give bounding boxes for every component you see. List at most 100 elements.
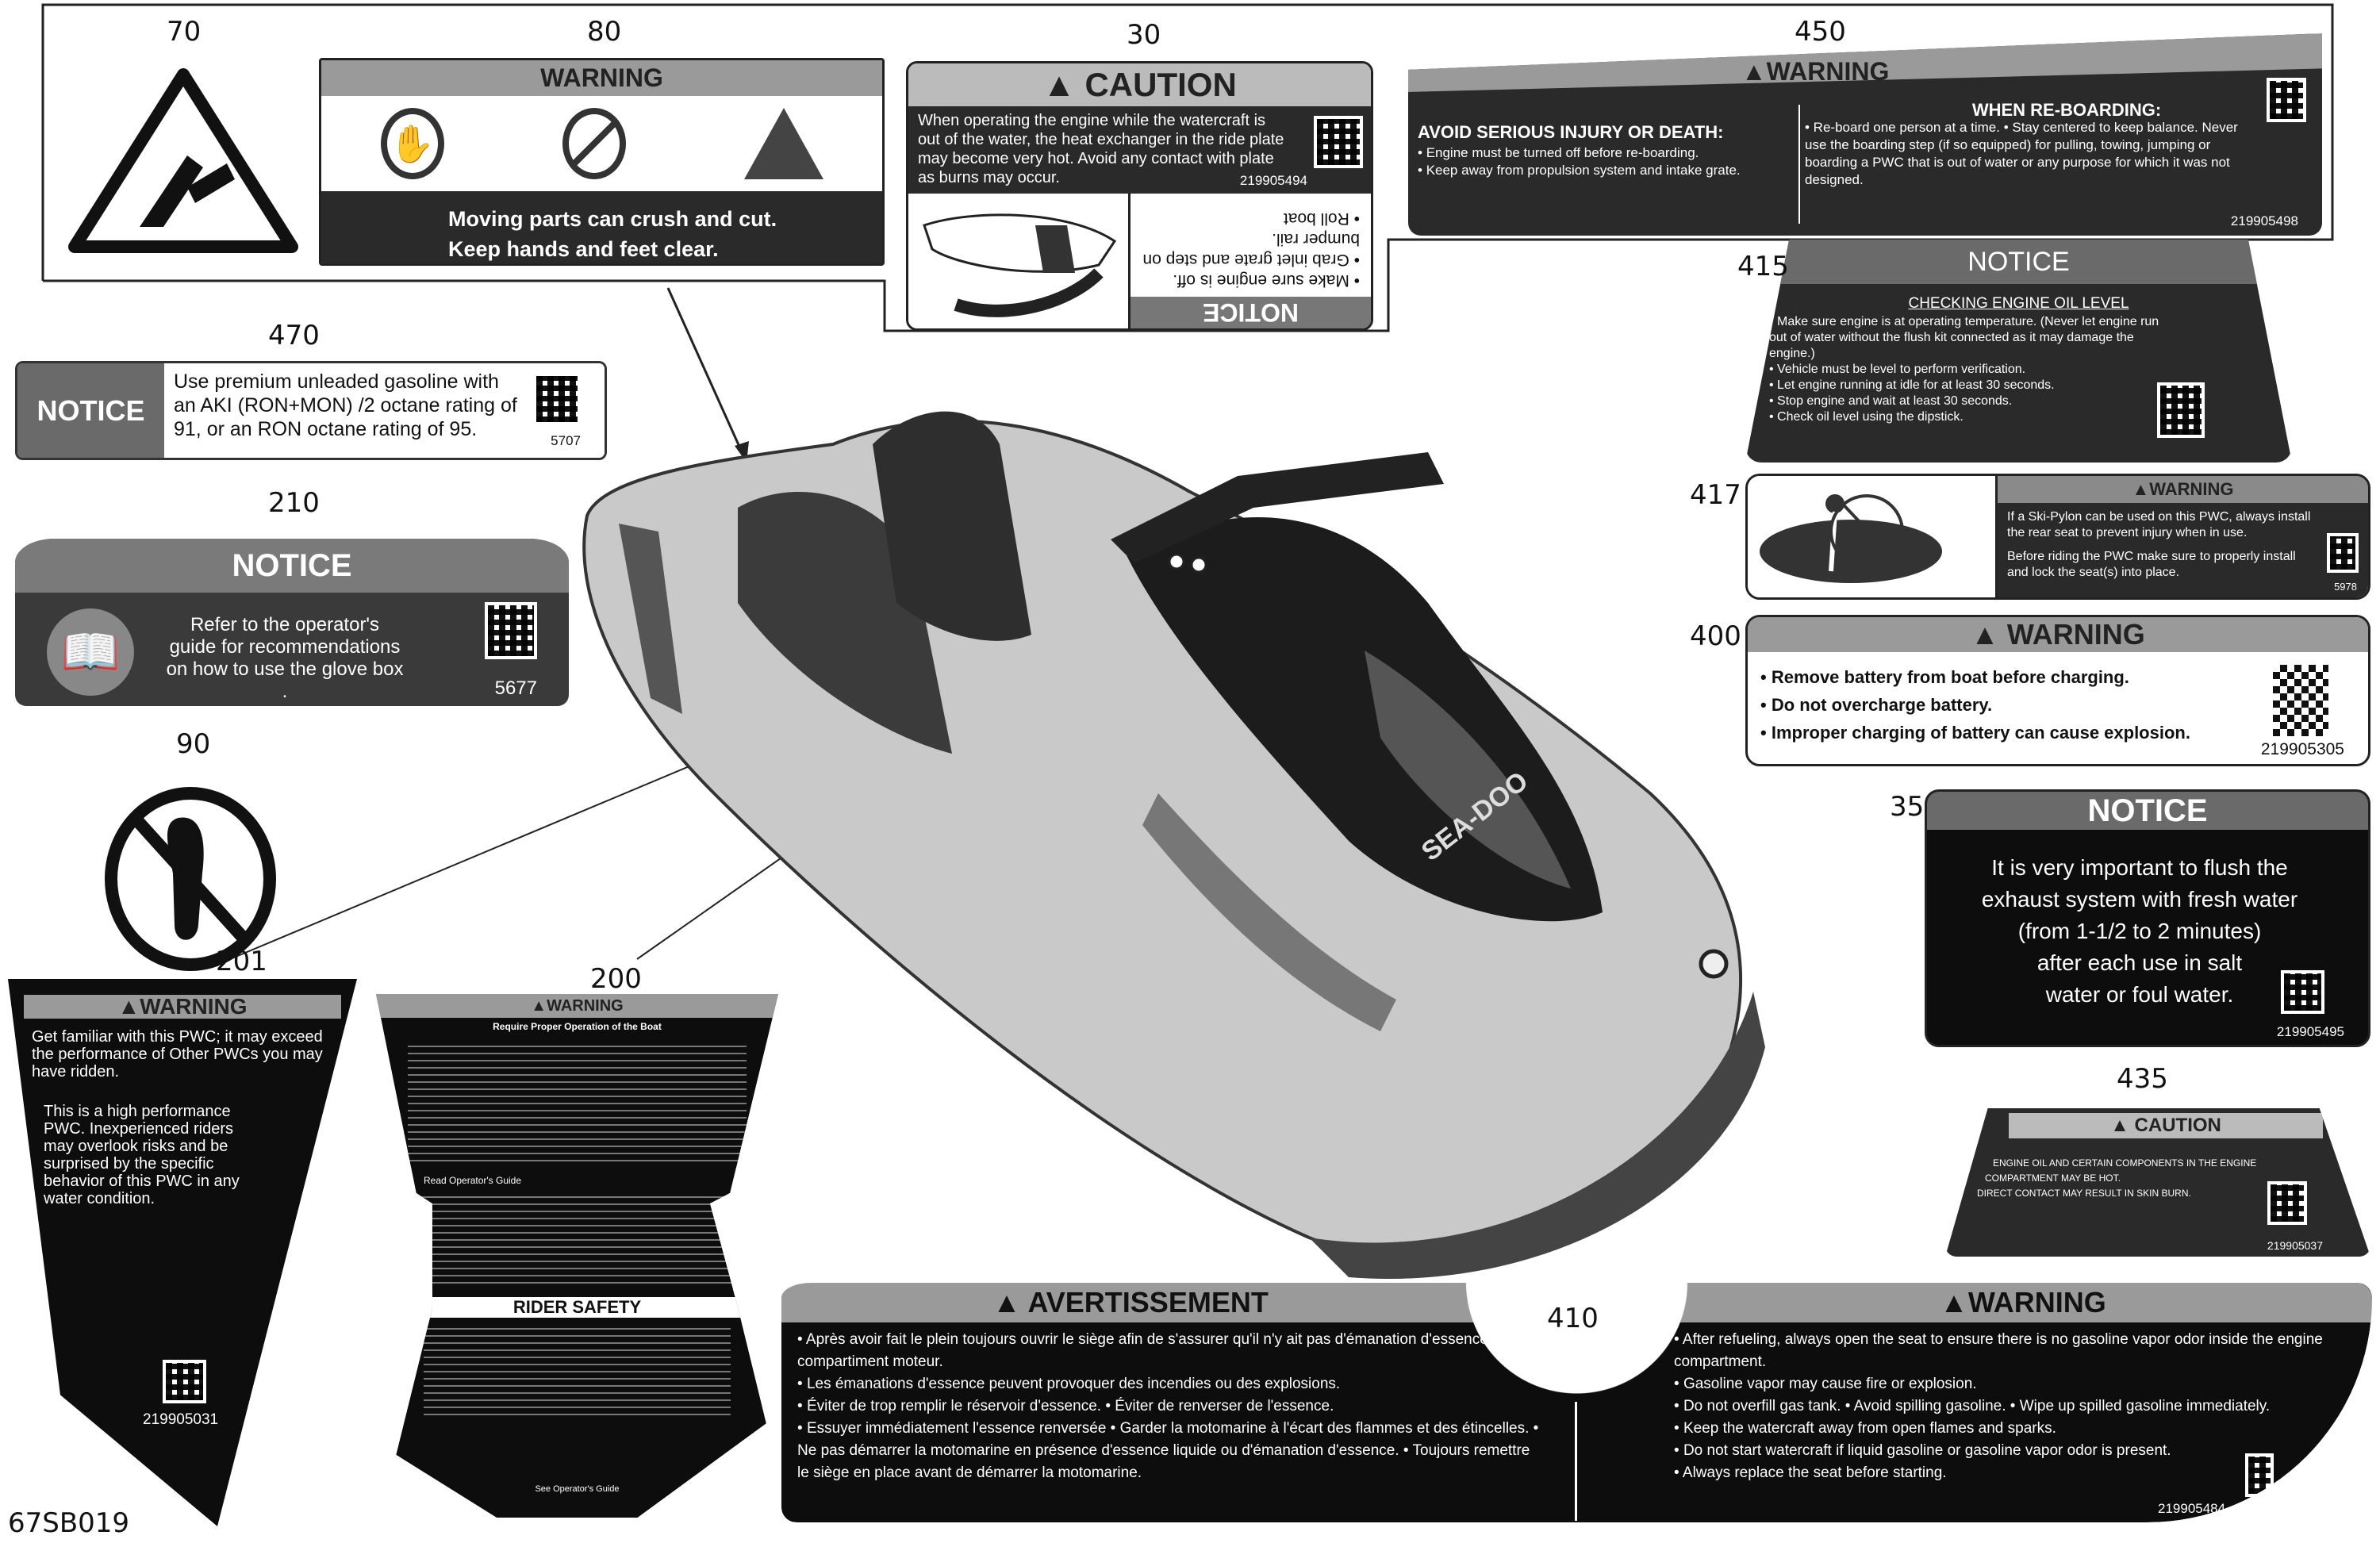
figure-id: 67SB019 [8, 1507, 130, 1539]
label-470-header: NOTICE [17, 363, 164, 458]
label-200-warning: ▲WARNING Require Proper Operation of the… [376, 994, 778, 1518]
label-80-line-2: Keep hands and feet clear. [448, 237, 719, 261]
list-item: Vehicle must be level to perform verific… [1769, 362, 2173, 378]
label-400-header-text: WARNING [2006, 618, 2145, 651]
label-415-notice: NOTICE CHECKING ENGINE OIL LEVEL Make su… [1745, 240, 2292, 463]
label-30-caution: ▲ CAUTION When operating the engine whil… [906, 61, 1373, 331]
callout-200: 200 [590, 963, 642, 995]
label-435-line: COMPARTMENT MAY BE HOT. [1985, 1173, 2121, 1184]
callout-30: 30 [1127, 19, 1161, 51]
label-30-code: 219905494 [1239, 173, 1307, 188]
label-410-fuel-warning: ▲ AVERTISSEMENT ▲WARNING Après avoir fai… [781, 1283, 2372, 1522]
callout-415: 415 [1737, 251, 1789, 282]
watercraft-illustration [582, 411, 1765, 1280]
label-80-header: WARNING [321, 60, 882, 96]
data-matrix-code [2267, 1181, 2307, 1225]
list-item: Éviter de trop remplir le réservoir d'es… [797, 1395, 1543, 1418]
label-35-line: after each use in salt [2036, 950, 2243, 975]
label-410-fr-header-text: AVERTISSEMENT [1027, 1286, 1269, 1318]
no-step-icon [105, 787, 276, 971]
label-200-header: ▲WARNING [376, 994, 778, 1018]
label-400-header: ▲ WARNING [1748, 617, 2368, 652]
label-30-header-text: CAUTION [1084, 66, 1237, 103]
label-35-notice: NOTICE It is very important to flush the… [1925, 789, 2370, 1047]
label-35-line: It is very important to flush the [1991, 855, 2288, 880]
data-matrix-code [2245, 1453, 2274, 1497]
list-item: Essuyer immédiatement l'essence renversé… [797, 1418, 1543, 1484]
callout-70: 70 [167, 16, 202, 48]
ski-pylon-illustration [1748, 476, 1998, 597]
label-415-title: CHECKING ENGINE OIL LEVEL [1908, 295, 2129, 312]
list-item: Do not start watercraft if liquid gasoli… [1674, 1440, 2348, 1462]
label-417-p1: If a Ski-Pylon can be used on this PWC, … [2007, 510, 2311, 539]
data-matrix-code [2157, 382, 2205, 438]
label-435-caution: ▲ CAUTION ENGINE OIL AND CERTAIN COMPONE… [1945, 1108, 2370, 1257]
label-435-header-text: CAUTION [2134, 1115, 2221, 1136]
notice-item: Grab inlet grate and step on bumper rail… [1142, 228, 1360, 270]
label-30-notice-list: Make sure engine is off. Grab inlet grat… [1130, 194, 1371, 297]
roll-boat-illustration [908, 194, 1130, 328]
label-201-p1: Get familiar with this PWC; it may excee… [32, 1028, 323, 1080]
label-410-code: 219905484 [2158, 1501, 2226, 1516]
label-200-rider-safety: RIDER SAFETY [376, 1297, 778, 1318]
data-matrix-code [2267, 78, 2306, 122]
data-matrix-code [2327, 533, 2359, 573]
label-417-warning: ▲WARNING If a Ski-Pylon can be used on t… [1745, 474, 2370, 600]
label-417-header-text: WARNING [2149, 479, 2234, 499]
label-400-code: 219905305 [2260, 740, 2344, 758]
callout-450: 450 [1795, 16, 1846, 48]
list-item: Always replace the seat before starting. [1674, 1462, 2348, 1484]
label-470-body: Use premium unleaded gasoline with an AK… [174, 370, 517, 440]
label-417-code: 5978 [2334, 581, 2357, 593]
label-201-header-text: WARNING [140, 994, 248, 1019]
data-matrix-code [163, 1360, 206, 1403]
list-item: Check oil level using the dipstick. [1769, 409, 2173, 425]
label-30-body: When operating the engine while the wate… [918, 112, 1284, 186]
label-200-read-guide: Read Operator's Guide [424, 1175, 522, 1186]
label-417-p2: Before riding the PWC make sure to prope… [2007, 550, 2296, 579]
label-417-header: ▲WARNING [1998, 476, 2368, 503]
list-item: Remove battery from boat before charging… [1760, 663, 2368, 691]
label-201-code: 219905031 [143, 1411, 219, 1428]
label-200-subheader: Require Proper Operation of the Boat [493, 1021, 662, 1032]
no-hands-icon: ✋ [380, 108, 444, 179]
label-435-line: DIRECT CONTACT MAY RESULT IN SKIN BURN. [1977, 1188, 2191, 1199]
list-item: Keep the watercraft away from open flame… [1674, 1418, 2348, 1440]
label-35-line: (from 1-1/2 to 2 minutes) [2017, 919, 2262, 943]
label-450-right-title: WHEN RE-BOARDING: [1971, 100, 2162, 120]
label-210-header: NOTICE [15, 539, 569, 593]
label-200-header-text: WARNING [547, 997, 624, 1015]
label-410-fr-header: ▲ AVERTISSEMENT [992, 1286, 1269, 1318]
label-80-warning: WARNING ✋ Moving parts can crush and cut… [319, 58, 885, 266]
label-435-line: ENGINE OIL AND CERTAIN COMPONENTS IN THE… [1993, 1157, 2257, 1169]
label-470-notice: NOTICE Use premium unleaded gasoline wit… [15, 361, 607, 460]
list-item: Improper charging of battery can cause e… [1760, 719, 2368, 747]
label-35-line: water or foul water. [2045, 982, 2234, 1007]
label-400-warning: ▲ WARNING Remove battery from boat befor… [1745, 615, 2370, 766]
list-item: Engine must be turned off before re-boar… [1418, 144, 1798, 162]
pinch-hazard-triangle-icon [68, 68, 298, 253]
label-415-header: NOTICE [1745, 240, 2292, 284]
list-item: After refueling, always open the seat to… [1674, 1329, 2348, 1373]
notice-item: Make sure engine is off. [1142, 270, 1360, 290]
label-435-code: 219905037 [2267, 1239, 2323, 1252]
data-matrix-code [485, 602, 537, 659]
label-35-code: 219905495 [2276, 1024, 2344, 1039]
data-matrix-code [1314, 116, 1363, 168]
notice-item: Roll boat [1142, 208, 1360, 228]
data-matrix-code [2281, 970, 2324, 1014]
callout-210: 210 [268, 487, 320, 519]
label-80-line-1: Moving parts can crush and cut. [448, 207, 777, 231]
label-470-code: 5707 [551, 433, 581, 448]
label-200-see-guide: See Operator's Guide [535, 1484, 620, 1494]
label-450-left-title: AVOID SERIOUS INJURY OR DEATH: [1418, 122, 1724, 142]
callout-90: 90 [176, 728, 211, 760]
leader-line-80 [666, 287, 748, 463]
label-201-p2: This is a high performance PWC. Inexperi… [44, 1103, 240, 1207]
label-450-header: ▲WARNING [1741, 57, 1890, 86]
label-450-code: 219905498 [2230, 213, 2298, 228]
crush-hazard-icon [743, 108, 823, 179]
callout-201: 201 [216, 946, 267, 977]
callout-80: 80 [587, 16, 622, 48]
